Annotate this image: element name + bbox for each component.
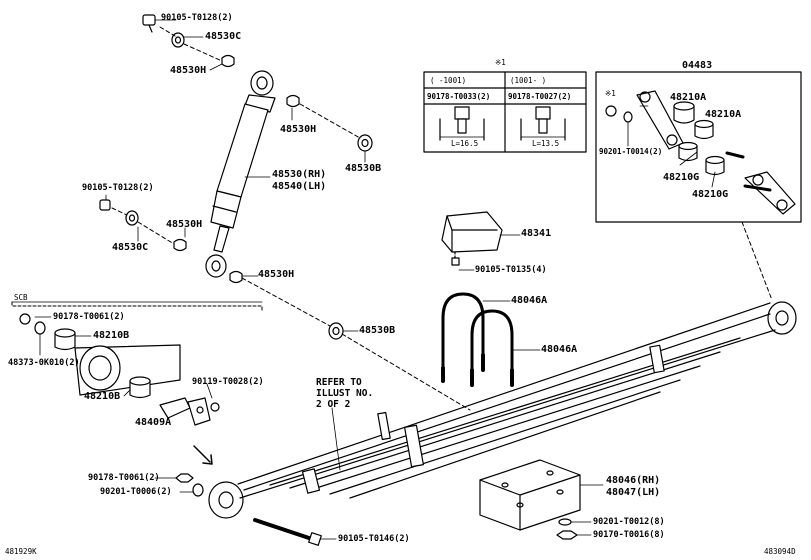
- bushing-48530h-a: [221, 54, 235, 68]
- label-48530h-b: 48530H: [280, 124, 317, 135]
- shock-guide-lines: [111, 26, 471, 411]
- label-48046-rh: 48046(RH): [606, 475, 661, 486]
- label-48341: 48341: [521, 228, 552, 239]
- label-kit-note-mark: ※1: [605, 89, 616, 98]
- spring-seat: [479, 459, 581, 540]
- label-kit-48210g-2: 48210G: [692, 189, 729, 200]
- shackle-plate-lower: [744, 171, 796, 215]
- label-48530b-mid: 48530B: [359, 325, 396, 336]
- label-48373-0k010: 48373-0K010(2): [8, 358, 80, 368]
- bracket-48409a: [159, 397, 191, 419]
- leader-lines: [34, 19, 716, 540]
- leaf-spring: [208, 301, 797, 519]
- label-note1-mark: ※1: [495, 58, 506, 67]
- label-48530h-a: 48530H: [170, 65, 207, 76]
- scb-nut: [19, 313, 31, 325]
- seat-nut: [556, 530, 578, 540]
- illustration-code-right: 483094D: [764, 547, 796, 556]
- label-note1-col2-header: (1001- ): [510, 76, 547, 85]
- label-48046a-2: 48046A: [541, 344, 578, 355]
- bump-stop: [441, 211, 503, 266]
- label-kit-48210a-1: 48210A: [670, 92, 707, 103]
- label-90105-t0128-top: 90105-T0128(2): [161, 13, 233, 23]
- label-90105-t0135: 90105-T0135(4): [475, 265, 547, 275]
- label-48046a-1: 48046A: [511, 295, 548, 306]
- label-kit-48210a-2: 48210A: [705, 109, 742, 120]
- washer-48530b-right: [357, 134, 373, 152]
- label-90178-t0061-left: 90178-T0061(2): [53, 312, 125, 322]
- label-48530c-top: 48530C: [205, 31, 242, 42]
- shackle-kit: [595, 71, 802, 223]
- bushing-48530h-c: [173, 238, 187, 252]
- bolt-mid: [99, 199, 111, 211]
- label-note1-col2-part: 90178-T0027(2): [508, 92, 572, 101]
- label-48540-lh: 48540(LH): [272, 181, 327, 192]
- label-48530h-d: 48530H: [258, 269, 295, 280]
- label-48530c-mid: 48530C: [112, 242, 149, 253]
- u-bolts: [441, 292, 514, 388]
- label-90178-t0061-bottom: 90178-T0061(2): [88, 473, 160, 483]
- label-90201-t0012: 90201-T0012(8): [593, 517, 665, 527]
- label-note1-col1-header: ( -1001): [430, 76, 467, 85]
- shock-absorber: [99, 14, 373, 340]
- scb-washer: [34, 321, 46, 335]
- label-90105-t0146: 90105-T0146(2): [338, 534, 410, 544]
- refer-note: REFER TO ILLUST NO. 2 OF 2: [316, 377, 374, 410]
- label-kit-90201-t0014: 90201-T0014(2): [599, 147, 663, 156]
- kit-nut: [605, 105, 617, 117]
- label-48409a: 48409A: [135, 417, 172, 428]
- bolt-top: [142, 14, 156, 33]
- label-48210b-a: 48210B: [93, 330, 130, 341]
- label-note1-col2-length: L=13.5: [532, 139, 560, 148]
- bolt-icon-col1: [439, 106, 485, 141]
- bushing-48530h-b: [286, 94, 300, 108]
- note-table: [423, 71, 587, 153]
- label-kit-48210g-1: 48210G: [663, 172, 700, 183]
- label-90170-t0016: 90170-T0016(8): [593, 530, 665, 540]
- label-48530-rh: 48530(RH): [272, 169, 327, 180]
- label-kit-04483: 04483: [682, 60, 713, 71]
- washer-48530c-mid: [125, 210, 139, 226]
- label-note1-col1-length: L=16.5: [451, 139, 479, 148]
- illustration-code-left: 481929K: [5, 547, 37, 556]
- label-90201-t0006: 90201-T0006(2): [100, 487, 172, 497]
- label-48210b-b: 48210B: [84, 391, 121, 402]
- bolt-icon-col2: [520, 106, 566, 141]
- shock-top-eye: [250, 70, 274, 96]
- kit-washer: [623, 111, 633, 123]
- label-48530h-c: 48530H: [166, 219, 203, 230]
- label-90105-t0128-mid: 90105-T0128(2): [82, 183, 154, 193]
- washer-48530b-mid: [328, 322, 344, 340]
- front-fasteners: [175, 473, 322, 546]
- label-48047-lh: 48047(LH): [606, 487, 661, 498]
- label-48530b-right: 48530B: [345, 163, 382, 174]
- shock-cylinder: [216, 103, 269, 198]
- scb-section: [11, 301, 263, 426]
- seat-washer: [558, 518, 572, 526]
- label-note1-col1-part: 90178-T0033(2): [427, 92, 491, 101]
- label-scb: SCB: [14, 293, 28, 302]
- shock-bottom-eye: [205, 254, 227, 278]
- bushing-48530h-d: [229, 270, 243, 284]
- label-90119-t0028: 90119-T0028(2): [192, 377, 264, 387]
